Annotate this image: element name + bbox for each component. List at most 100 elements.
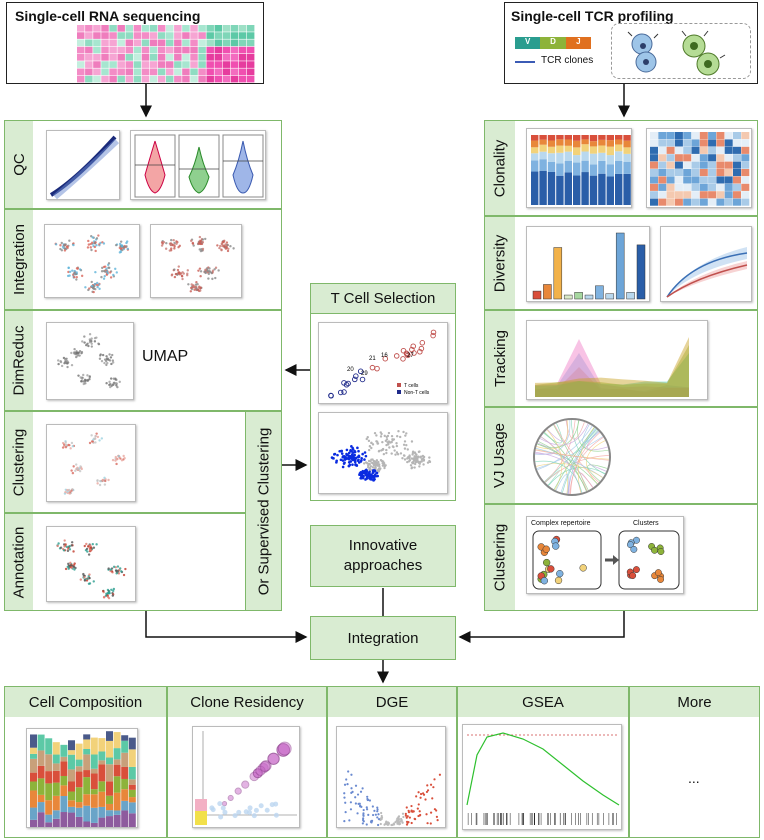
umap-point (107, 567, 110, 570)
heatmap-cell (214, 68, 223, 76)
umap-point (93, 245, 97, 249)
volcano-point (407, 809, 410, 812)
diversity-bar-chart (526, 226, 650, 302)
umap-point (119, 457, 122, 460)
repertoire-cell (542, 545, 550, 553)
umap-point (96, 479, 99, 482)
heatmap-cell (214, 39, 223, 47)
cluster-cell (657, 548, 665, 555)
umap-point (99, 479, 102, 483)
umap-point (416, 455, 420, 459)
heatmap-cell (206, 46, 214, 54)
volcano-point (424, 798, 427, 801)
umap-point (346, 453, 349, 456)
clonality-bar-segment (589, 135, 598, 142)
umap-point (413, 455, 416, 458)
umap-point (101, 266, 104, 270)
umap-point (79, 376, 82, 379)
umap-point (101, 478, 105, 482)
heatmap-cell (230, 46, 239, 54)
umap-point (403, 454, 406, 457)
repertoire-cell (579, 564, 587, 572)
composition-bar-segment (30, 772, 37, 782)
chord-link (553, 424, 589, 491)
heatmap-cell (141, 61, 150, 68)
gsea-enrichment-plot (462, 724, 622, 830)
tcell-point (430, 329, 437, 336)
heatmap-cell (77, 54, 85, 61)
dimreduc-umap-plot (46, 322, 134, 400)
tcell-point (410, 343, 416, 349)
heatmap-cell (214, 61, 223, 68)
heatmap-cell (77, 75, 85, 83)
umap-point (100, 270, 104, 273)
composition-bar-segment (60, 761, 68, 776)
heatmap-cell (166, 75, 174, 83)
umap-point (418, 465, 421, 468)
umap-point (112, 565, 116, 569)
step-diversity: Diversity (485, 217, 515, 309)
diversity-bar (574, 292, 583, 300)
composition-bar-segment (75, 787, 83, 803)
heatmap-cell (85, 32, 93, 39)
clonality-bar-segment (531, 135, 539, 141)
heatmap-cell (658, 132, 667, 140)
heatmap-cell (174, 54, 182, 61)
heatmap-cell (166, 68, 174, 76)
umap-point (406, 457, 409, 460)
umap-point (87, 582, 91, 585)
cells-illustration (611, 23, 751, 79)
chord-link (555, 474, 569, 494)
umap-point (381, 440, 384, 444)
umap-point (93, 340, 97, 343)
chord-link (586, 430, 608, 451)
umap-point (112, 381, 116, 384)
heatmap-cell (149, 61, 158, 68)
umap-point (170, 274, 174, 277)
tcell-point (343, 382, 350, 388)
composition-bar-segment (52, 770, 60, 783)
umap-point (360, 457, 363, 460)
composition-bar-segment (106, 795, 113, 804)
heatmap-cell (716, 154, 725, 162)
umap-point (208, 267, 211, 270)
umap-point (59, 360, 63, 364)
chord-link (582, 424, 600, 443)
integration-box: Integration (310, 616, 456, 660)
heatmap-cell (708, 146, 717, 154)
clonality-bar-segment (589, 164, 598, 176)
umap-point (82, 373, 85, 377)
supervised-clustering-strip: Or Supervised Clustering (245, 412, 281, 610)
umap-point (59, 247, 62, 251)
umap-point (118, 380, 121, 384)
tcell-point (337, 389, 344, 396)
umap-point (120, 244, 124, 248)
heatmap-cell (246, 54, 255, 61)
chord-link (560, 428, 596, 493)
heatmap-cell (93, 39, 101, 47)
volcano-point (365, 808, 369, 811)
heatmap-cell (699, 176, 708, 184)
volcano-point (435, 815, 439, 818)
umap-point (64, 443, 68, 447)
umap-point (363, 451, 367, 454)
umap-point (70, 544, 73, 547)
composition-bar-segment (128, 813, 136, 827)
umap-point (180, 274, 184, 277)
umap-point (417, 450, 421, 454)
heatmap-cell (650, 132, 658, 140)
heatmap-cell (174, 61, 182, 68)
umap-point (90, 241, 94, 244)
umap-point (368, 467, 372, 470)
clonality-bar-segment (556, 145, 564, 153)
umap-point (353, 460, 357, 464)
umap-point (173, 275, 177, 279)
heatmap-cell (691, 132, 700, 140)
clonality-bar-segment (615, 173, 623, 205)
umap-point (103, 483, 107, 486)
umap-point (169, 243, 173, 247)
volcano-point (354, 802, 357, 805)
volcano-point (425, 790, 429, 794)
volcano-point (350, 791, 353, 795)
umap-point (105, 363, 108, 367)
